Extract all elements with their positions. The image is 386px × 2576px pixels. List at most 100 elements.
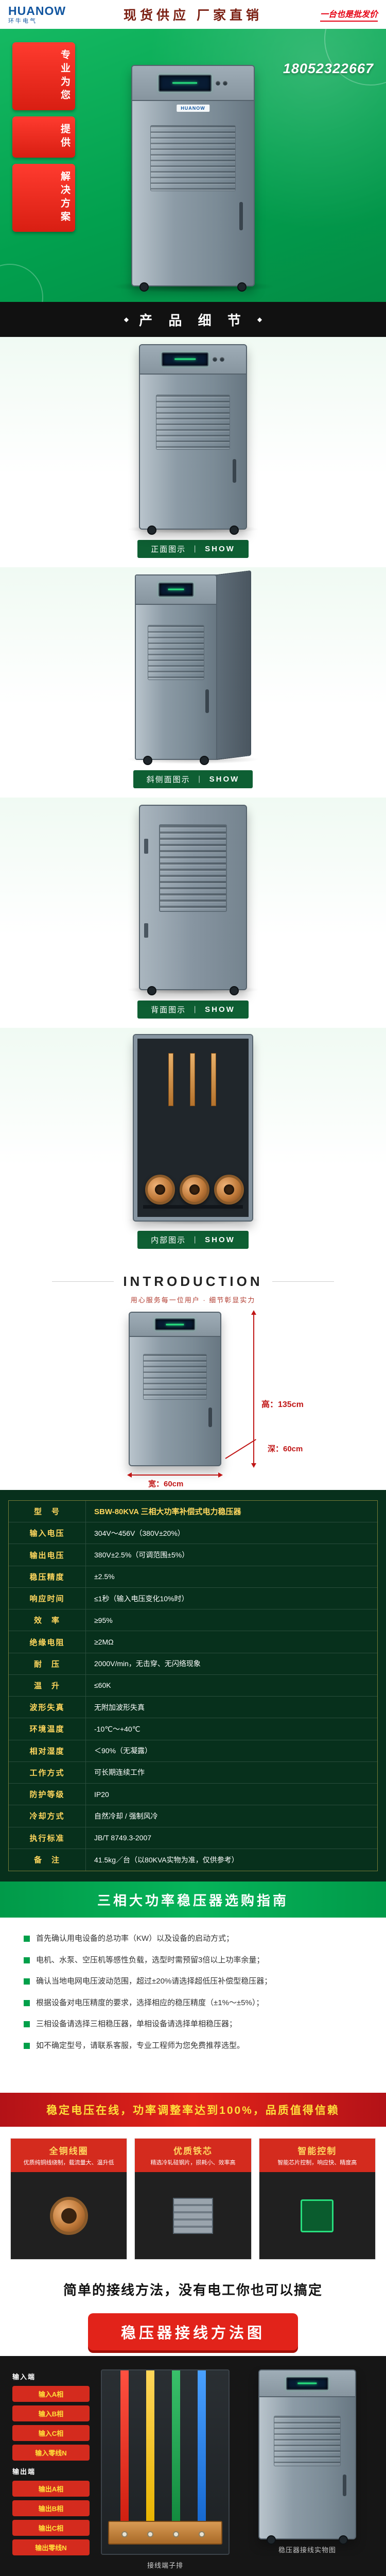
- spec-label: 稳压精度: [9, 1566, 86, 1587]
- wiring-group-title: 输出端: [12, 2468, 36, 2476]
- guide-text: 如不确定型号，请联系客服，专业工程师为您免费推荐选型。: [36, 2041, 245, 2050]
- promo-banner: 稳定电压在线，功率调整率达到100%，品质值得信赖: [0, 2093, 386, 2127]
- dimension-diagram: 高：135cm 宽：60cm 深：60cm: [0, 1310, 386, 1490]
- bolt-icon: [121, 2531, 128, 2537]
- wire-label: 输出B相: [12, 2500, 90, 2516]
- panel-buttons: [216, 80, 228, 86]
- caster-wheel-icon: [147, 986, 156, 995]
- hero-product-image: HUANOW: [131, 65, 255, 292]
- caster-wheel-icon: [237, 282, 247, 292]
- caster-wheel-icon: [267, 2535, 276, 2545]
- spec-value: 自然冷却 / 强制风冷: [94, 1811, 158, 1820]
- spec-label: 相对湿度: [9, 1740, 86, 1761]
- photo-caption: 正面图示 丨 SHOW: [137, 540, 249, 558]
- table-row: 型 号 SBW-80KVA 三相大功率补偿式电力稳压器: [9, 1501, 377, 1523]
- wire-label: 输入B相: [12, 2405, 90, 2421]
- header-slogan: 现货供应 厂家直销: [124, 8, 262, 23]
- spec-value: ≥2MΩ: [94, 1638, 114, 1647]
- photo-caption: 内部图示 丨 SHOW: [137, 1231, 249, 1249]
- vent-grille-icon: [150, 125, 236, 191]
- table-row: 耐 压 2000V/min，无击穿、无闪络现象: [9, 1653, 377, 1675]
- list-item: 如不确定型号，请联系客服，专业工程师为您免费推荐选型。: [24, 2040, 362, 2052]
- feature-desc: 精选冷轧硅钢片，损耗小、效率高: [150, 2160, 236, 2166]
- table-row: 输入电压 304V～456V（380V±20%）: [9, 1522, 377, 1545]
- width-dimension-label: 宽：60cm: [148, 1480, 184, 1488]
- table-row: 执行标准 JB/T 8749.3-2007: [9, 1827, 377, 1849]
- display-screen: [158, 582, 194, 597]
- door-handle-icon: [208, 1407, 213, 1427]
- display-screen: [162, 352, 208, 367]
- spec-value: 304V～456V（380V±20%）: [94, 1529, 185, 1537]
- copper-coil-icon: [180, 1174, 210, 1205]
- hinge-icon: [144, 923, 149, 938]
- bullet-icon: [24, 1936, 30, 1942]
- bolt-icon: [199, 2531, 205, 2537]
- feature-image: [259, 2172, 375, 2259]
- steel-core-icon: [172, 2197, 213, 2234]
- spec-label: 备 注: [9, 1849, 86, 1871]
- hero-badges: 专业为您 提供 解决方案: [12, 42, 75, 232]
- caption-text: 斜侧面图示: [146, 775, 190, 784]
- list-item: 三相设备请选择三相稳压器，单相设备请选择单相稳压器；: [24, 2019, 362, 2030]
- panel-buttons: [212, 357, 224, 362]
- wiring-diagram-section: 输入端 输入A相 输入B相 输入C相 输入零线N 输出端 输出A相 输出B相 输…: [0, 2356, 386, 2576]
- caption-text: 内部图示: [151, 1236, 186, 1245]
- wiring-heading: 简单的接线方法，没有电工你也可以搞定: [0, 2271, 386, 2307]
- guide-banner: 三相大功率稳压器选购指南: [0, 1882, 386, 1918]
- copper-coil-icon: [49, 2196, 88, 2235]
- spec-label: 环境温度: [9, 1718, 86, 1740]
- control-panel: [136, 575, 216, 605]
- cabinet-caption: 稳压器接线实物图: [278, 2546, 336, 2554]
- feature-box-coil: 全铜线圈 优质纯铜线绕制，载流量大、温升低: [10, 2138, 128, 2260]
- control-panel: [130, 1313, 220, 1337]
- bullet-icon: [24, 2021, 30, 2027]
- spec-value: 2000V/min，无击穿、无闪络现象: [94, 1659, 201, 1668]
- width-arrow-icon: [127, 1472, 223, 1478]
- cabinet-side-face: [217, 570, 251, 760]
- stabilizer-cabinet-internal: [133, 1034, 253, 1222]
- spec-value: 无附加波形失真: [94, 1703, 145, 1711]
- copper-busbar-icon: [168, 1053, 174, 1107]
- detail-banner-title: 产 品 细 节: [139, 312, 247, 328]
- display-screen: [286, 2377, 328, 2390]
- decor-circle-icon: [324, 29, 386, 86]
- door-handle-icon: [239, 202, 243, 231]
- list-item: 根据设备对电压精度的要求，选择相应的稳压精度（±1%～±5%）；: [24, 1997, 362, 2009]
- stabilizer-cabinet-front: HUANOW: [131, 65, 255, 292]
- header-slogan-side: 一台也是批发价: [320, 7, 378, 22]
- table-row: 绝缘电阻 ≥2MΩ: [9, 1631, 377, 1653]
- stabilizer-cabinet-front: [129, 1312, 221, 1466]
- feature-title: 智能控制: [297, 2146, 337, 2156]
- table-row: 输出电压 380V±2.5%（可调范围±5%）: [9, 1544, 377, 1566]
- wiring-labels: 输入端 输入A相 输入B相 输入C相 输入零线N 输出端 输出A相 输出B相 输…: [12, 2369, 90, 2576]
- caption-english: SHOW: [205, 1005, 235, 1014]
- spec-label: 效 率: [9, 1609, 86, 1631]
- vent-grille-icon: [273, 2416, 341, 2466]
- stabilizer-cabinet-front: [258, 2369, 356, 2545]
- header: HUANOW 环牛电气 现货供应 厂家直销 一台也是批发价: [0, 0, 386, 29]
- guide-text: 电机、水泵、空压机等感性负载，选型时需预留3倍以上功率余量；: [36, 1955, 265, 1964]
- list-item: 电机、水泵、空压机等感性负载，选型时需预留3倍以上功率余量；: [24, 1955, 362, 1967]
- table-row: 响应时间 ≤1秒（输入电压变化10%时）: [9, 1587, 377, 1610]
- wire-label: 输入C相: [12, 2425, 90, 2441]
- feature-image: [135, 2172, 251, 2259]
- wiring-banner-wrap: 稳压器接线方法图: [0, 2307, 386, 2356]
- door-handle-icon: [205, 689, 209, 713]
- depth-arrow-icon: [225, 1439, 256, 1459]
- brand-logo: HUANOW 环牛电气: [8, 4, 66, 24]
- wire-red: [120, 2370, 129, 2523]
- caption-separator: 丨: [195, 775, 204, 784]
- feature-image: [11, 2172, 127, 2259]
- table-row: 稳压精度 ±2.5%: [9, 1566, 377, 1588]
- vent-grille-icon: [155, 395, 231, 450]
- coil-base: [143, 1205, 243, 1209]
- table-row: 相对湿度 ＜90%（无凝露）: [9, 1740, 377, 1762]
- wiring-banner: 稳压器接线方法图: [87, 2313, 298, 2350]
- spec-table: 型 号 SBW-80KVA 三相大功率补偿式电力稳压器 输入电压 304V～45…: [8, 1500, 378, 1871]
- spec-label: 执行标准: [9, 1827, 86, 1849]
- wire-label: 输出C相: [12, 2520, 90, 2536]
- copper-busbar-icon: [210, 1053, 216, 1107]
- table-row: 波形失真 无附加波形失真: [9, 1697, 377, 1719]
- vertical-badge: 解决方案: [12, 164, 75, 232]
- spec-value: ≥95%: [94, 1616, 113, 1624]
